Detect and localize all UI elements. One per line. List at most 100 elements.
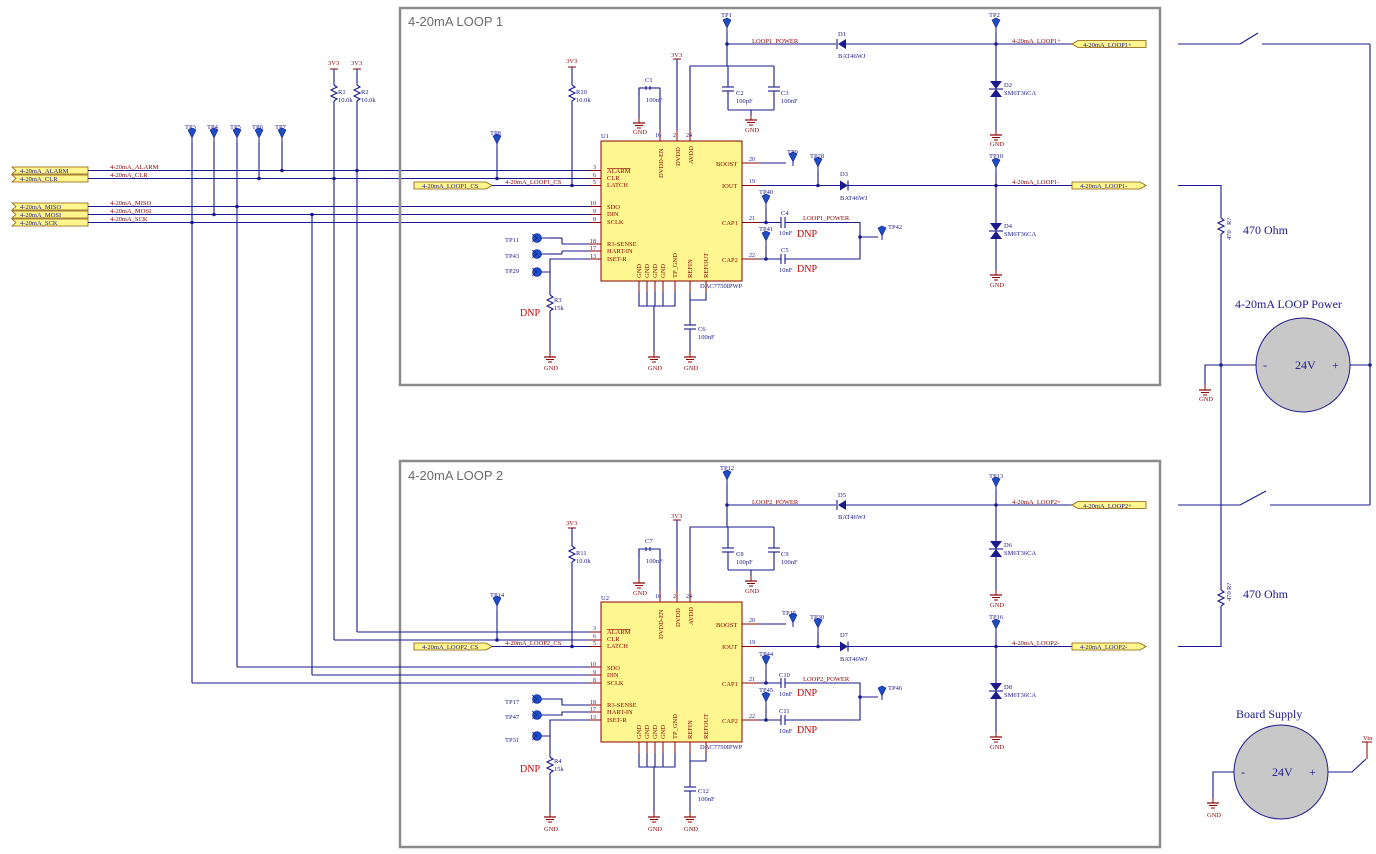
svg-text:4-20mA_LOOP1+: 4-20mA_LOOP1+ — [1083, 42, 1132, 49]
svg-text:TP45: TP45 — [759, 687, 773, 694]
loop2-plus-port[interactable]: 4-20mA_LOOP2+ — [1071, 501, 1147, 511]
loop1-ic-u1: U1 DAC7750IPWP 3 6 5 10 9 8 18 17 13 ALA… — [590, 130, 760, 292]
loop2-tp44[interactable]: TP44 — [759, 651, 774, 685]
tp6[interactable]: TP6 — [252, 124, 264, 181]
port-miso[interactable]: 4-20mA_MISO — [10, 202, 89, 211]
loop2-tp13[interactable]: TP13 — [989, 473, 1003, 492]
svg-text:D5: D5 — [838, 492, 846, 499]
svg-text:C11: C11 — [779, 708, 790, 715]
svg-text:TP_GND: TP_GND — [672, 714, 679, 739]
svg-text:10.0k: 10.0k — [576, 558, 591, 565]
svg-text:R11: R11 — [576, 550, 587, 557]
tp4[interactable]: TP4 — [207, 124, 219, 217]
loop1-minus-net: 4-20mA_LOOP1- — [1012, 179, 1059, 186]
svg-text:C12: C12 — [698, 788, 709, 795]
svg-text:17: 17 — [590, 246, 596, 252]
loop2-tp31[interactable]: TP31 — [505, 731, 551, 745]
svg-text:TP4: TP4 — [207, 124, 219, 131]
loop1-tp41[interactable]: TP41 — [759, 226, 773, 261]
svg-text:U1: U1 — [601, 133, 609, 140]
loop1-power-net: LOOP1_POWER — [752, 38, 799, 45]
loop2-dvdd-rail: 3V3 — [671, 513, 682, 520]
svg-text:100nF: 100nF — [646, 558, 663, 565]
loop1-tp1[interactable]: TP1 — [721, 12, 732, 33]
svg-text:GND: GND — [745, 127, 759, 134]
loop1-tp11[interactable]: TP11 — [505, 233, 590, 245]
svg-text:CLR: CLR — [607, 636, 620, 643]
port-alarm[interactable]: 4-20mA_ALARM — [10, 166, 89, 175]
loop1-tp43[interactable]: TP43 — [505, 249, 590, 261]
loop2-d6: D6 SM6T36CA — [989, 505, 1036, 590]
tp3[interactable]: TP3 — [185, 124, 197, 223]
loop1-minus-port[interactable]: 4-20mA_LOOP1- — [1071, 181, 1147, 190]
port-mosi[interactable]: 4-20mA_MOSI — [10, 210, 89, 219]
loop2-tp30[interactable]: TP30 — [810, 614, 824, 649]
svg-text:5: 5 — [593, 180, 596, 186]
net-label-alarm: 4-20mA_ALARM — [110, 164, 159, 171]
loop1-tp8[interactable]: TP8 — [490, 130, 502, 181]
tp5[interactable]: TP5 — [230, 124, 242, 207]
loop1-gnd-ref: GND — [684, 365, 698, 372]
loop1-cs-port[interactable]: 4-20mA_LOOP1_CS — [413, 181, 493, 190]
svg-text:TP14: TP14 — [490, 592, 505, 599]
loop2-tp12[interactable]: TP12 — [720, 465, 734, 485]
loop1-tp42[interactable]: TP42 — [877, 224, 902, 241]
loop1-tp28[interactable]: TP28 — [810, 153, 824, 188]
loop2-ic-u2: U2 DAC7750IPWP 3 6 5 10 9 8 18 17 13 ALA… — [590, 591, 760, 753]
loop2-tp14[interactable]: TP14 — [490, 592, 505, 642]
loop2-tp47[interactable]: TP47 — [505, 710, 590, 722]
svg-text:22: 22 — [749, 253, 755, 259]
svg-text:24: 24 — [686, 133, 692, 139]
svg-text:BAT46WJ: BAT46WJ — [840, 195, 868, 202]
svg-text:3V3: 3V3 — [566, 58, 577, 65]
loop2-tp46[interactable]: TP46 — [877, 685, 903, 701]
loop2-cs-port[interactable]: 4-20mA_LOOP2_CS — [413, 642, 493, 651]
svg-text:DVDD-EN: DVDD-EN — [658, 609, 665, 639]
svg-text:16: 16 — [655, 133, 661, 139]
svg-text:TP16: TP16 — [989, 614, 1004, 621]
svg-text:D8: D8 — [1004, 684, 1012, 691]
loop2-tp16[interactable]: TP16 — [989, 614, 1004, 634]
svg-text:4-20mA_LOOP2+: 4-20mA_LOOP2+ — [1083, 503, 1132, 510]
svg-text:13: 13 — [590, 715, 596, 721]
svg-text:15k: 15k — [554, 305, 565, 312]
svg-text:R?: R? — [1226, 583, 1233, 590]
loop2-tp15[interactable]: TP15 — [782, 610, 798, 628]
svg-text:DAC7750IPWP: DAC7750IPWP — [700, 283, 743, 290]
svg-text:GND: GND — [636, 264, 643, 278]
loop1-tp2[interactable]: TP2 — [989, 12, 1001, 33]
svg-text:TP8: TP8 — [490, 130, 501, 137]
loop1-tp40[interactable]: TP40 — [759, 189, 773, 225]
svg-text:BOOST: BOOST — [716, 622, 737, 629]
loop1-plus-port[interactable]: 4-20mA_LOOP1+ — [1071, 40, 1147, 50]
svg-text:ISET-R: ISET-R — [607, 717, 627, 724]
svg-text:19: 19 — [749, 640, 755, 646]
port-clr[interactable]: 4-20mA_CLR — [10, 174, 89, 183]
svg-text:CAP2: CAP2 — [722, 718, 738, 725]
svg-text:DIN: DIN — [607, 211, 619, 218]
loop2-tp17[interactable]: TP17 — [505, 694, 590, 707]
svg-text:CAP1: CAP1 — [722, 681, 738, 688]
loop1-gnd-ic: GND — [648, 365, 662, 372]
vin-label: Vin — [1363, 735, 1373, 742]
loop1-tp10[interactable]: TP10 — [989, 153, 1003, 173]
loop2-tp45[interactable]: TP45 — [759, 687, 773, 722]
loop-power-supply: - 24V + — [1255, 317, 1351, 413]
svg-text:D6: D6 — [1004, 542, 1013, 549]
loop2-minus-port[interactable]: 4-20mA_LOOP2- — [1071, 642, 1147, 651]
loop1-tp9[interactable]: TP9 — [787, 149, 798, 167]
svg-text:GND: GND — [648, 826, 662, 833]
svg-text:IOUT: IOUT — [722, 644, 738, 651]
svg-text:TP6: TP6 — [252, 124, 264, 131]
svg-text:10nF: 10nF — [779, 267, 793, 274]
loop1-tp29[interactable]: TP29 — [505, 267, 551, 277]
svg-text:SM6T36CA: SM6T36CA — [1004, 231, 1036, 238]
port-sck[interactable]: 4-20mA_SCK — [10, 218, 89, 227]
svg-text:REFIN: REFIN — [687, 720, 694, 739]
loop1-plus-net: 4-20mA_LOOP1+ — [1012, 38, 1061, 45]
svg-text:21: 21 — [749, 677, 755, 683]
tp7[interactable]: TP7 — [275, 124, 287, 173]
label-470-ohm-top: 470 Ohm — [1243, 223, 1289, 237]
loop1-dnp-c5: DNP — [797, 264, 817, 275]
resistor-470-top: 470 R? — [1216, 217, 1233, 240]
